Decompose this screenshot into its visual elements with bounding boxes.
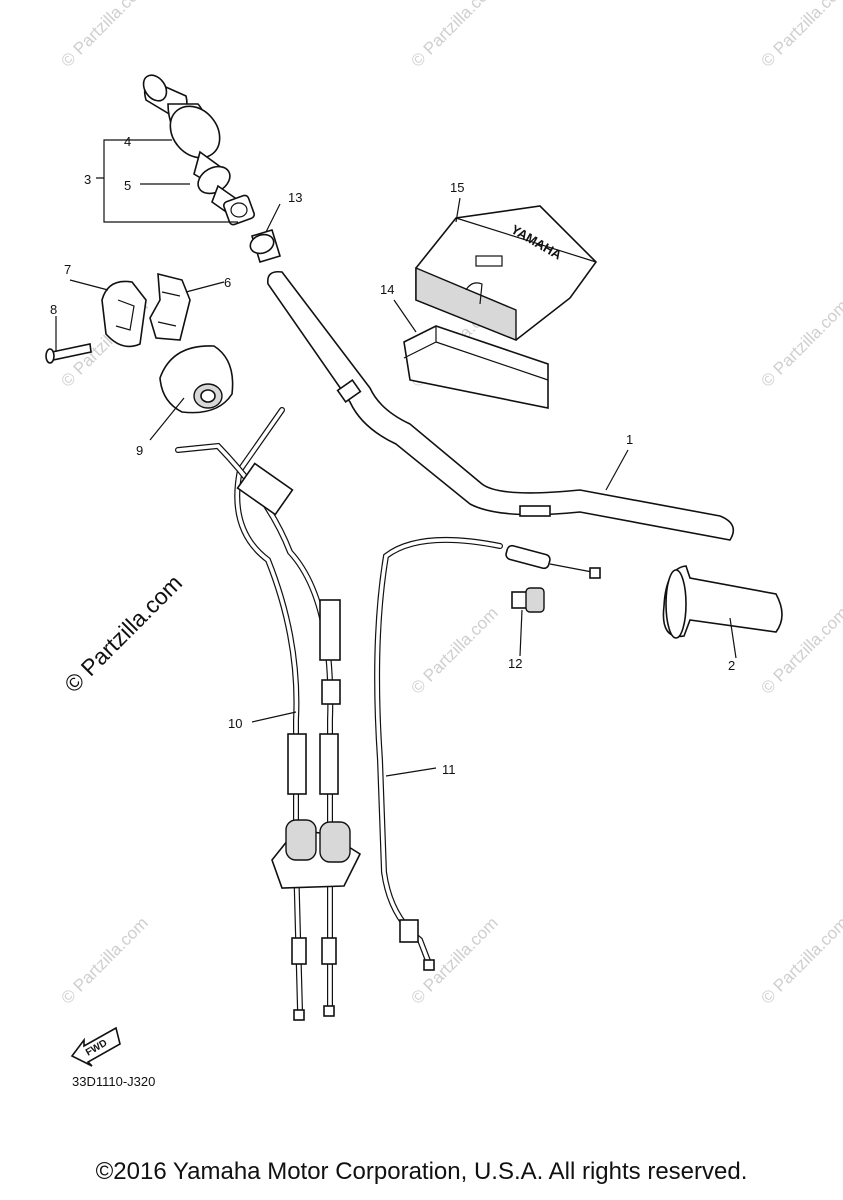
cable-adjuster [511,587,545,613]
throttle-housing-cover [159,345,234,414]
throttle-holder-lower [101,280,147,348]
handlebar-pad: YAMAHA [415,205,598,342]
callout-4: 4 [124,134,131,149]
watermark: © Partzilla.com [407,913,501,1007]
callout-3: 3 [84,172,91,187]
watermark: © Partzilla.com [757,296,843,390]
callout-6: 6 [224,275,231,290]
watermark: © Partzilla.com [57,0,151,71]
callout-8: 8 [50,302,57,317]
callout-labels: 1 2 3 4 5 6 7 8 9 10 11 12 13 14 15 [50,134,735,777]
throttle-holder-upper [149,272,191,341]
callout-13: 13 [288,190,302,205]
callout-5: 5 [124,178,131,193]
watermark: © Partzilla.com [57,913,151,1007]
callout-1: 1 [626,432,633,447]
watermark: © Partzilla.com [757,0,843,71]
diagram-code: 33D1110-J320 [72,1074,155,1089]
pad-sponge [403,325,549,409]
watermark: © Partzilla.com [407,0,501,71]
throttle-cable [175,407,362,1021]
callout-2: 2 [728,658,735,673]
callout-7: 7 [64,262,71,277]
callout-14: 14 [380,282,394,297]
callout-9: 9 [136,443,143,458]
clutch-cable [374,536,601,971]
handlebar [266,270,735,541]
watermark: © Partzilla.com [407,603,501,697]
collar-part-13 [249,229,282,263]
callout-leaders [55,139,737,777]
callout-15: 15 [450,180,464,195]
callout-10: 10 [228,716,242,731]
left-grip [662,565,783,639]
watermarks: © Partzilla.com © Partzilla.com © Partzi… [57,0,843,1008]
fwd-arrow-icon: FWD [70,1026,121,1067]
callout-11: 11 [442,762,456,777]
throttle-grip [142,74,255,226]
callout-12: 12 [508,656,522,671]
copyright-notice: ©2016 Yamaha Motor Corporation, U.S.A. A… [95,1158,748,1185]
screw-part-8 [45,343,92,364]
partzilla-logo: © Partzilla.com [59,570,187,698]
watermark: © Partzilla.com [757,913,843,1007]
